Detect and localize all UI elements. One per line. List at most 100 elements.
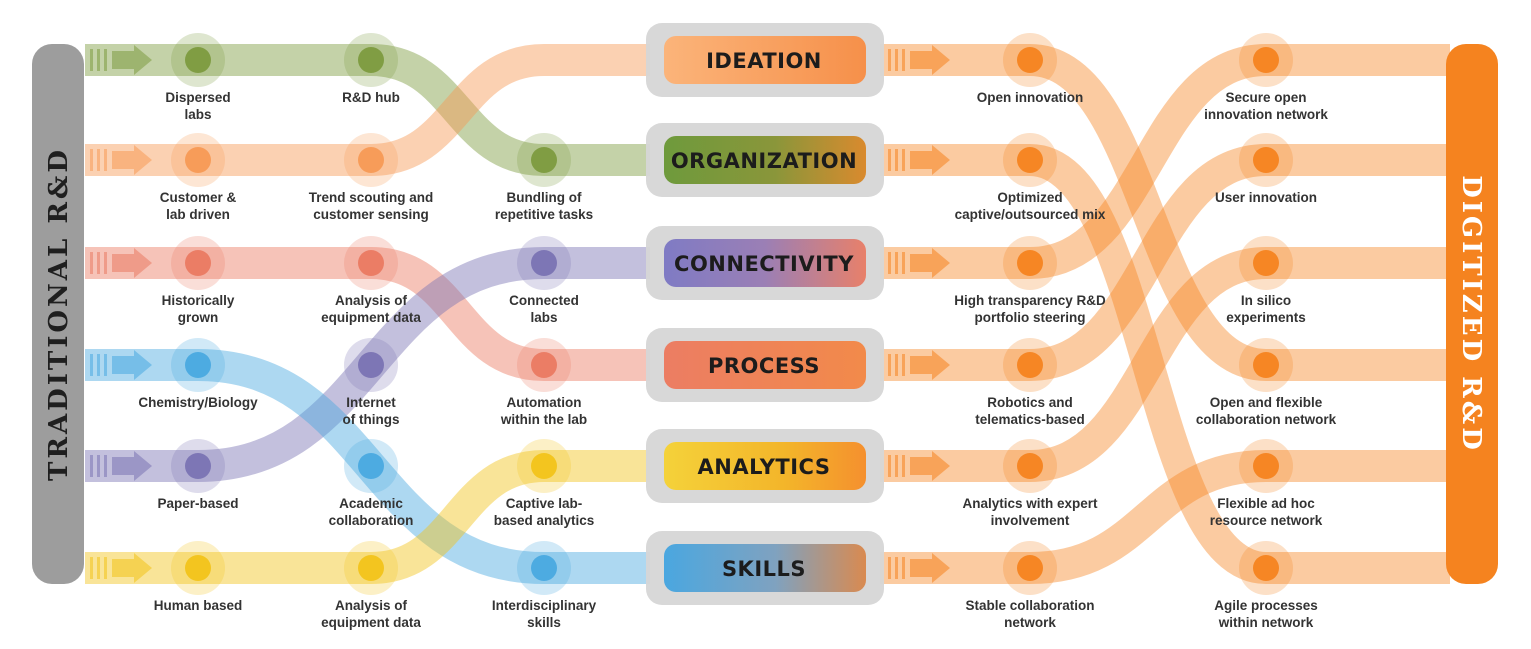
hub-skills: SKILLS (646, 531, 884, 605)
digitized-rd-bar: DIGITIZED R&D (1446, 44, 1498, 584)
digital-node-12 (1239, 541, 1293, 595)
hub-label: ANALYTICS (698, 455, 831, 479)
digital-node-label-4: User innovation (1215, 190, 1317, 205)
nodes (171, 33, 1293, 595)
flow-digital-4 (880, 144, 1450, 381)
flow-digital-2 (880, 144, 1450, 584)
digital-node-9 (1003, 439, 1057, 493)
traditional-node-16 (344, 541, 398, 595)
traditional-node-13 (344, 439, 398, 493)
hub-label: ORGANIZATION (671, 149, 857, 173)
digital-node-label-1: Open innovation (977, 90, 1084, 105)
digital-node-6 (1239, 236, 1293, 290)
traditional-node-12 (171, 439, 225, 493)
left-flow-arrow-2 (90, 145, 152, 175)
left-flow-arrow-6 (90, 553, 152, 583)
digitized-rd-label: DIGITIZED R&D (1456, 175, 1486, 453)
hub-ideation: IDEATION (646, 23, 884, 97)
traditional-node-4 (344, 133, 398, 187)
traditional-node-7 (344, 236, 398, 290)
traditional-node-label-15: Human based (154, 598, 243, 613)
digital-node-7 (1003, 338, 1057, 392)
flow-digital-1 (880, 44, 1450, 381)
traditional-node-1 (171, 33, 225, 87)
traditional-node-label-14: Captive lab-based analytics (494, 496, 595, 528)
flow-ideation (85, 44, 650, 176)
right-flow-arrow-4 (888, 350, 950, 380)
hub-label: CONNECTIVITY (674, 252, 854, 276)
hub-label: SKILLS (722, 557, 806, 581)
traditional-rd-label: TRADITIONAL R&D (44, 147, 74, 481)
flow-process (85, 247, 650, 381)
hub-label: IDEATION (706, 49, 822, 73)
right-flow-arrow-3 (888, 248, 950, 278)
traditional-node-10 (344, 338, 398, 392)
traditional-node-3 (171, 133, 225, 187)
hub-analytics: ANALYTICS (646, 429, 884, 503)
traditional-node-6 (171, 236, 225, 290)
left-flow-arrow-1 (90, 45, 152, 75)
digital-node-4 (1239, 133, 1293, 187)
hubs: IDEATION ORGANIZATION CONNECTIVITY PROCESS A… (646, 23, 884, 605)
hub-label: PROCESS (708, 354, 820, 378)
hub-organization: ORGANIZATION (646, 123, 884, 197)
traditional-node-15 (171, 541, 225, 595)
right-flow-arrow-5 (888, 451, 950, 481)
traditional-rd-bar: TRADITIONAL R&D (32, 44, 84, 584)
left-flow-arrow-3 (90, 248, 152, 278)
traditional-node-label-12: Paper-based (157, 496, 238, 511)
traditional-node-label-9: Chemistry/Biology (138, 395, 258, 410)
flow-digital-5 (880, 247, 1450, 482)
traditional-node-2 (344, 33, 398, 87)
side-bars: TRADITIONAL R&D DIGITIZED R&D (32, 44, 1498, 584)
traditional-node-11 (517, 338, 571, 392)
right-flow-arrow-2 (888, 145, 950, 175)
traditional-node-label-2: R&D hub (342, 90, 400, 105)
digital-node-1 (1003, 33, 1057, 87)
flow-digital-6 (880, 450, 1450, 584)
left-flow-arrow-5 (90, 451, 152, 481)
traditional-node-5 (517, 133, 571, 187)
traditional-node-9 (171, 338, 225, 392)
digital-node-2 (1239, 33, 1293, 87)
right-flow-arrow-6 (888, 553, 950, 583)
traditional-node-label-3: Customer &lab driven (160, 190, 237, 222)
traditional-node-17 (517, 541, 571, 595)
digital-node-11 (1003, 541, 1057, 595)
digital-node-8 (1239, 338, 1293, 392)
digital-node-5 (1003, 236, 1057, 290)
hub-process: PROCESS (646, 328, 884, 402)
traditional-node-14 (517, 439, 571, 493)
right-flow-arrow-1 (888, 45, 950, 75)
flow-organization (85, 44, 650, 176)
hub-connectivity: CONNECTIVITY (646, 226, 884, 300)
flow-digital-3 (880, 44, 1450, 279)
digital-node-3 (1003, 133, 1057, 187)
flow-arrows (90, 45, 950, 583)
digital-node-10 (1239, 439, 1293, 493)
traditional-node-8 (517, 236, 571, 290)
